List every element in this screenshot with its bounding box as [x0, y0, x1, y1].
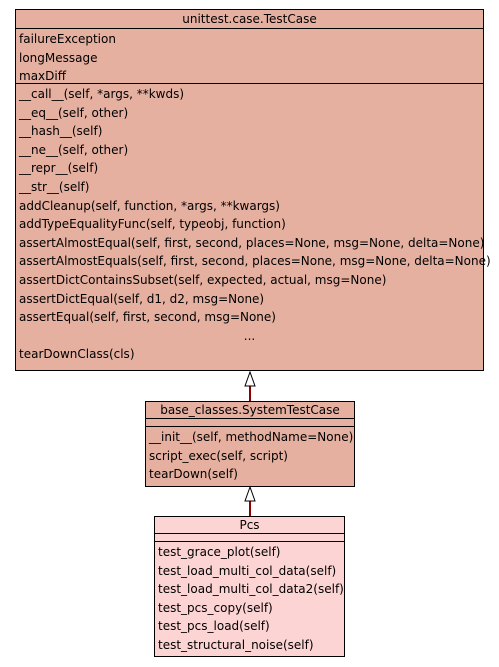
method-item: test_load_multi_col_data(self) [158, 563, 337, 578]
methods-section-systemtestcase: __init__(self, methodName=None) script_e… [146, 427, 354, 486]
method-item: tearDownClass(cls) [19, 347, 135, 362]
inheritance-arrowhead [244, 485, 256, 502]
attributes-section-testcase: failureException longMessage maxDiff [16, 29, 483, 84]
class-name-systemtestcase: base_classes.SystemTestCase [146, 402, 354, 419]
method-item: test_pcs_copy(self) [158, 600, 273, 615]
method-item: script_exec(self, script) [149, 448, 288, 463]
method-item: test_grace_plot(self) [158, 545, 281, 559]
inheritance-arrowhead [244, 370, 256, 387]
method-item: __call__(self, *args, **kwds) [19, 87, 185, 101]
method-item: __str__(self) [19, 179, 90, 194]
attributes-section-systemtestcase [146, 419, 354, 427]
method-item: test_load_multi_col_data2(self) [158, 582, 344, 597]
method-item: assertEqual(self, first, second, msg=Non… [19, 310, 276, 325]
method-item: assertAlmostEqual(self, first, second, p… [19, 235, 485, 250]
method-item: assertDictContainsSubset(self, expected,… [19, 272, 387, 287]
method-item: addCleanup(self, function, *args, **kwar… [19, 198, 280, 213]
class-name-testcase: unittest.case.TestCase [16, 10, 483, 29]
inheritance-edge-systemtestcase-to-testcase [244, 370, 256, 401]
method-item: assertDictEqual(self, d1, d2, msg=None) [19, 291, 265, 306]
method-item: __init__(self, methodName=None) [149, 430, 354, 444]
class-box-systemtestcase[interactable]: base_classes.SystemTestCase __init__(sel… [145, 401, 355, 487]
method-item: __eq__(self, other) [19, 105, 129, 120]
attribute-item: failureException [19, 32, 116, 46]
method-item: tearDown(self) [149, 467, 238, 482]
method-item: __ne__(self, other) [19, 142, 129, 157]
methods-section-testcase: __call__(self, *args, **kwds) __eq__(sel… [16, 84, 491, 366]
method-item: test_structural_noise(self) [158, 637, 314, 652]
ellipsis-indicator: ... [243, 328, 256, 343]
attribute-item: maxDiff [19, 69, 66, 84]
class-box-pcs[interactable]: Pcs test_grace_plot(self) test_load_mult… [154, 516, 345, 657]
method-item: __repr__(self) [19, 161, 99, 176]
attribute-item: longMessage [19, 50, 98, 65]
class-box-testcase[interactable]: unittest.case.TestCase failureException … [15, 9, 491, 371]
class-name-pcs: Pcs [155, 517, 344, 534]
method-item: __hash__(self) [19, 124, 103, 139]
method-item: test_pcs_load(self) [158, 619, 270, 634]
method-item: addTypeEqualityFunc(self, typeobj, funct… [19, 217, 286, 232]
inheritance-edge-pcs-to-systemtestcase [244, 485, 256, 516]
attributes-section-pcs [155, 534, 344, 542]
method-item: assertAlmostEquals(self, first, second, … [19, 254, 491, 269]
methods-section-pcs: test_grace_plot(self) test_load_multi_co… [155, 542, 344, 657]
